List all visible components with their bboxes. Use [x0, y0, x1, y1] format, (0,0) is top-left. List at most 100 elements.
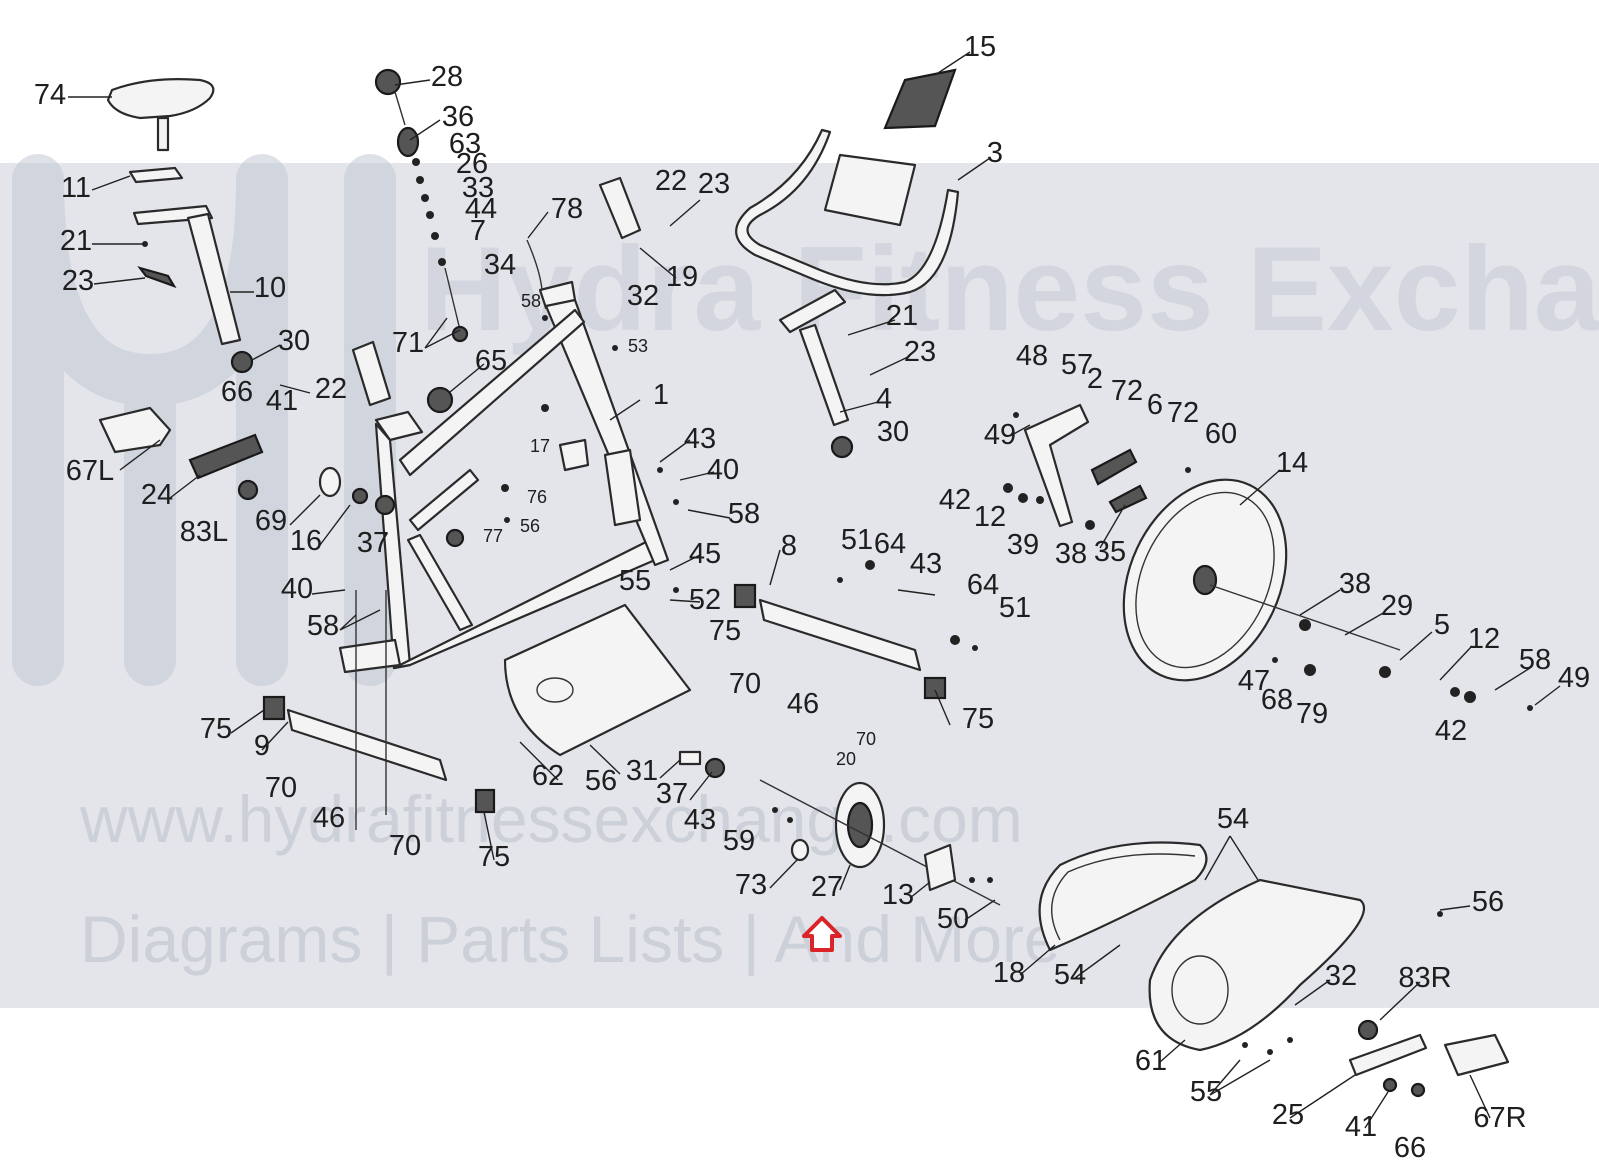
- part-label-58: 58: [521, 291, 541, 311]
- handlebar-3: [735, 128, 960, 297]
- part-label-43: 43: [910, 548, 942, 580]
- part-label-21: 21: [60, 225, 92, 257]
- part-label-24: 24: [141, 479, 173, 511]
- knob-23-seat: [137, 266, 177, 289]
- part-label-79: 79: [1296, 698, 1328, 730]
- part-label-72: 72: [1111, 375, 1143, 407]
- part-label-46: 46: [313, 802, 345, 834]
- part-label-45: 45: [689, 538, 721, 570]
- part-label-10: 10: [254, 272, 286, 304]
- sleeve-22-right: [598, 176, 642, 240]
- part-label-76: 76: [527, 487, 547, 507]
- outer-chain-cover-61: [1148, 878, 1365, 1052]
- part-label-53: 53: [628, 336, 648, 356]
- part-label-58: 58: [1519, 644, 1551, 676]
- part-label-39: 39: [1007, 529, 1039, 561]
- part-label-49: 49: [984, 419, 1016, 451]
- part-label-2: 2: [1087, 363, 1103, 395]
- seat-slider-11: [128, 166, 184, 184]
- highlight-arrow: [802, 916, 842, 952]
- part-label-25: 25: [1272, 1099, 1304, 1131]
- part-label-35: 35: [1094, 536, 1126, 568]
- washer-41: [1382, 1077, 1398, 1093]
- part-label-11: 11: [61, 172, 91, 204]
- leader-lines: [68, 51, 1561, 1129]
- part-label-72: 72: [1167, 397, 1199, 429]
- part-label-71: 71: [392, 327, 424, 359]
- part-label-70: 70: [856, 729, 876, 749]
- hardware-dots: [142, 241, 1533, 1055]
- nut-30-seat: [230, 350, 254, 374]
- tension-bracket: [603, 448, 642, 527]
- crank-25: [1348, 1033, 1428, 1077]
- bearing-69: [318, 466, 342, 498]
- part-label-46: 46: [787, 688, 819, 720]
- plate-13: [923, 843, 957, 892]
- nut-30-post: [830, 435, 854, 459]
- part-label-67l: 67L: [66, 455, 114, 487]
- part-label-42: 42: [1435, 715, 1467, 747]
- inner-chain-guard-62: [503, 603, 692, 757]
- brake-pad-6: [1090, 448, 1138, 486]
- part-label-21: 21: [886, 300, 918, 332]
- part-label-19: 19: [666, 261, 698, 293]
- part-label-17: 17: [530, 436, 550, 456]
- magnet-73: [790, 838, 810, 862]
- part-label-65: 65: [475, 345, 507, 377]
- part-label-63: 63: [449, 128, 481, 160]
- part-label-40: 40: [281, 573, 313, 605]
- part-label-58: 58: [728, 498, 760, 530]
- part-label-23: 23: [62, 265, 94, 297]
- cable-78: [526, 239, 543, 291]
- part-label-30: 30: [278, 325, 310, 357]
- part-label-9: 9: [254, 730, 270, 762]
- part-label-68: 68: [1261, 684, 1293, 716]
- part-label-12: 12: [1468, 623, 1500, 655]
- brake-pad-35: [1108, 484, 1148, 514]
- part-label-44: 44: [465, 193, 497, 225]
- part-label-5: 5: [1434, 609, 1450, 641]
- end-cap-75-a: [262, 695, 286, 721]
- handlebar-pad: [823, 153, 917, 227]
- part-label-13: 13: [882, 879, 914, 911]
- watermark-tagline: Diagrams | Parts Lists | And More: [80, 902, 1061, 976]
- part-label-8: 8: [781, 530, 797, 562]
- part-label-37: 37: [357, 527, 389, 559]
- seat-post-10: [186, 212, 242, 346]
- bearing-37-axle: [704, 757, 726, 779]
- seat-clamp: [156, 116, 170, 152]
- part-label-26: 26: [456, 148, 488, 180]
- part-label-57: 57: [1061, 349, 1093, 381]
- part-label-15: 15: [964, 31, 996, 63]
- part-label-6: 6: [1147, 389, 1163, 421]
- part-label-22: 22: [315, 373, 347, 405]
- part-label-3: 3: [987, 137, 1003, 169]
- part-label-54: 54: [1217, 803, 1249, 835]
- part-label-67r: 67R: [1473, 1102, 1526, 1134]
- part-label-75: 75: [478, 841, 510, 873]
- part-label-43: 43: [684, 423, 716, 455]
- part-label-1: 1: [653, 379, 669, 411]
- right-pedal-group: [1348, 1019, 1510, 1098]
- part-label-83l: 83L: [180, 516, 228, 548]
- part-label-55: 55: [1190, 1076, 1222, 1108]
- part-label-18: 18: [993, 957, 1025, 989]
- handlebar-knob-stack: [374, 68, 469, 343]
- part-label-32: 32: [1325, 960, 1357, 992]
- brake-arm-2: [1023, 403, 1090, 528]
- spring-36: [396, 126, 420, 158]
- part-label-66: 66: [1394, 1132, 1426, 1164]
- part-label-77: 77: [483, 526, 503, 546]
- part-label-42: 42: [939, 484, 971, 516]
- crank-24: [188, 433, 264, 480]
- rear-stabilizer-9: [262, 590, 496, 830]
- washer-16: [351, 487, 369, 505]
- seat-assembly: [106, 78, 254, 374]
- end-cap-75-c: [733, 583, 757, 609]
- pedal-67l: [98, 406, 172, 454]
- part-label-64: 64: [967, 569, 999, 601]
- handlebar-assembly: [351, 68, 960, 459]
- part-label-70: 70: [729, 668, 761, 700]
- part-label-56: 56: [520, 516, 540, 536]
